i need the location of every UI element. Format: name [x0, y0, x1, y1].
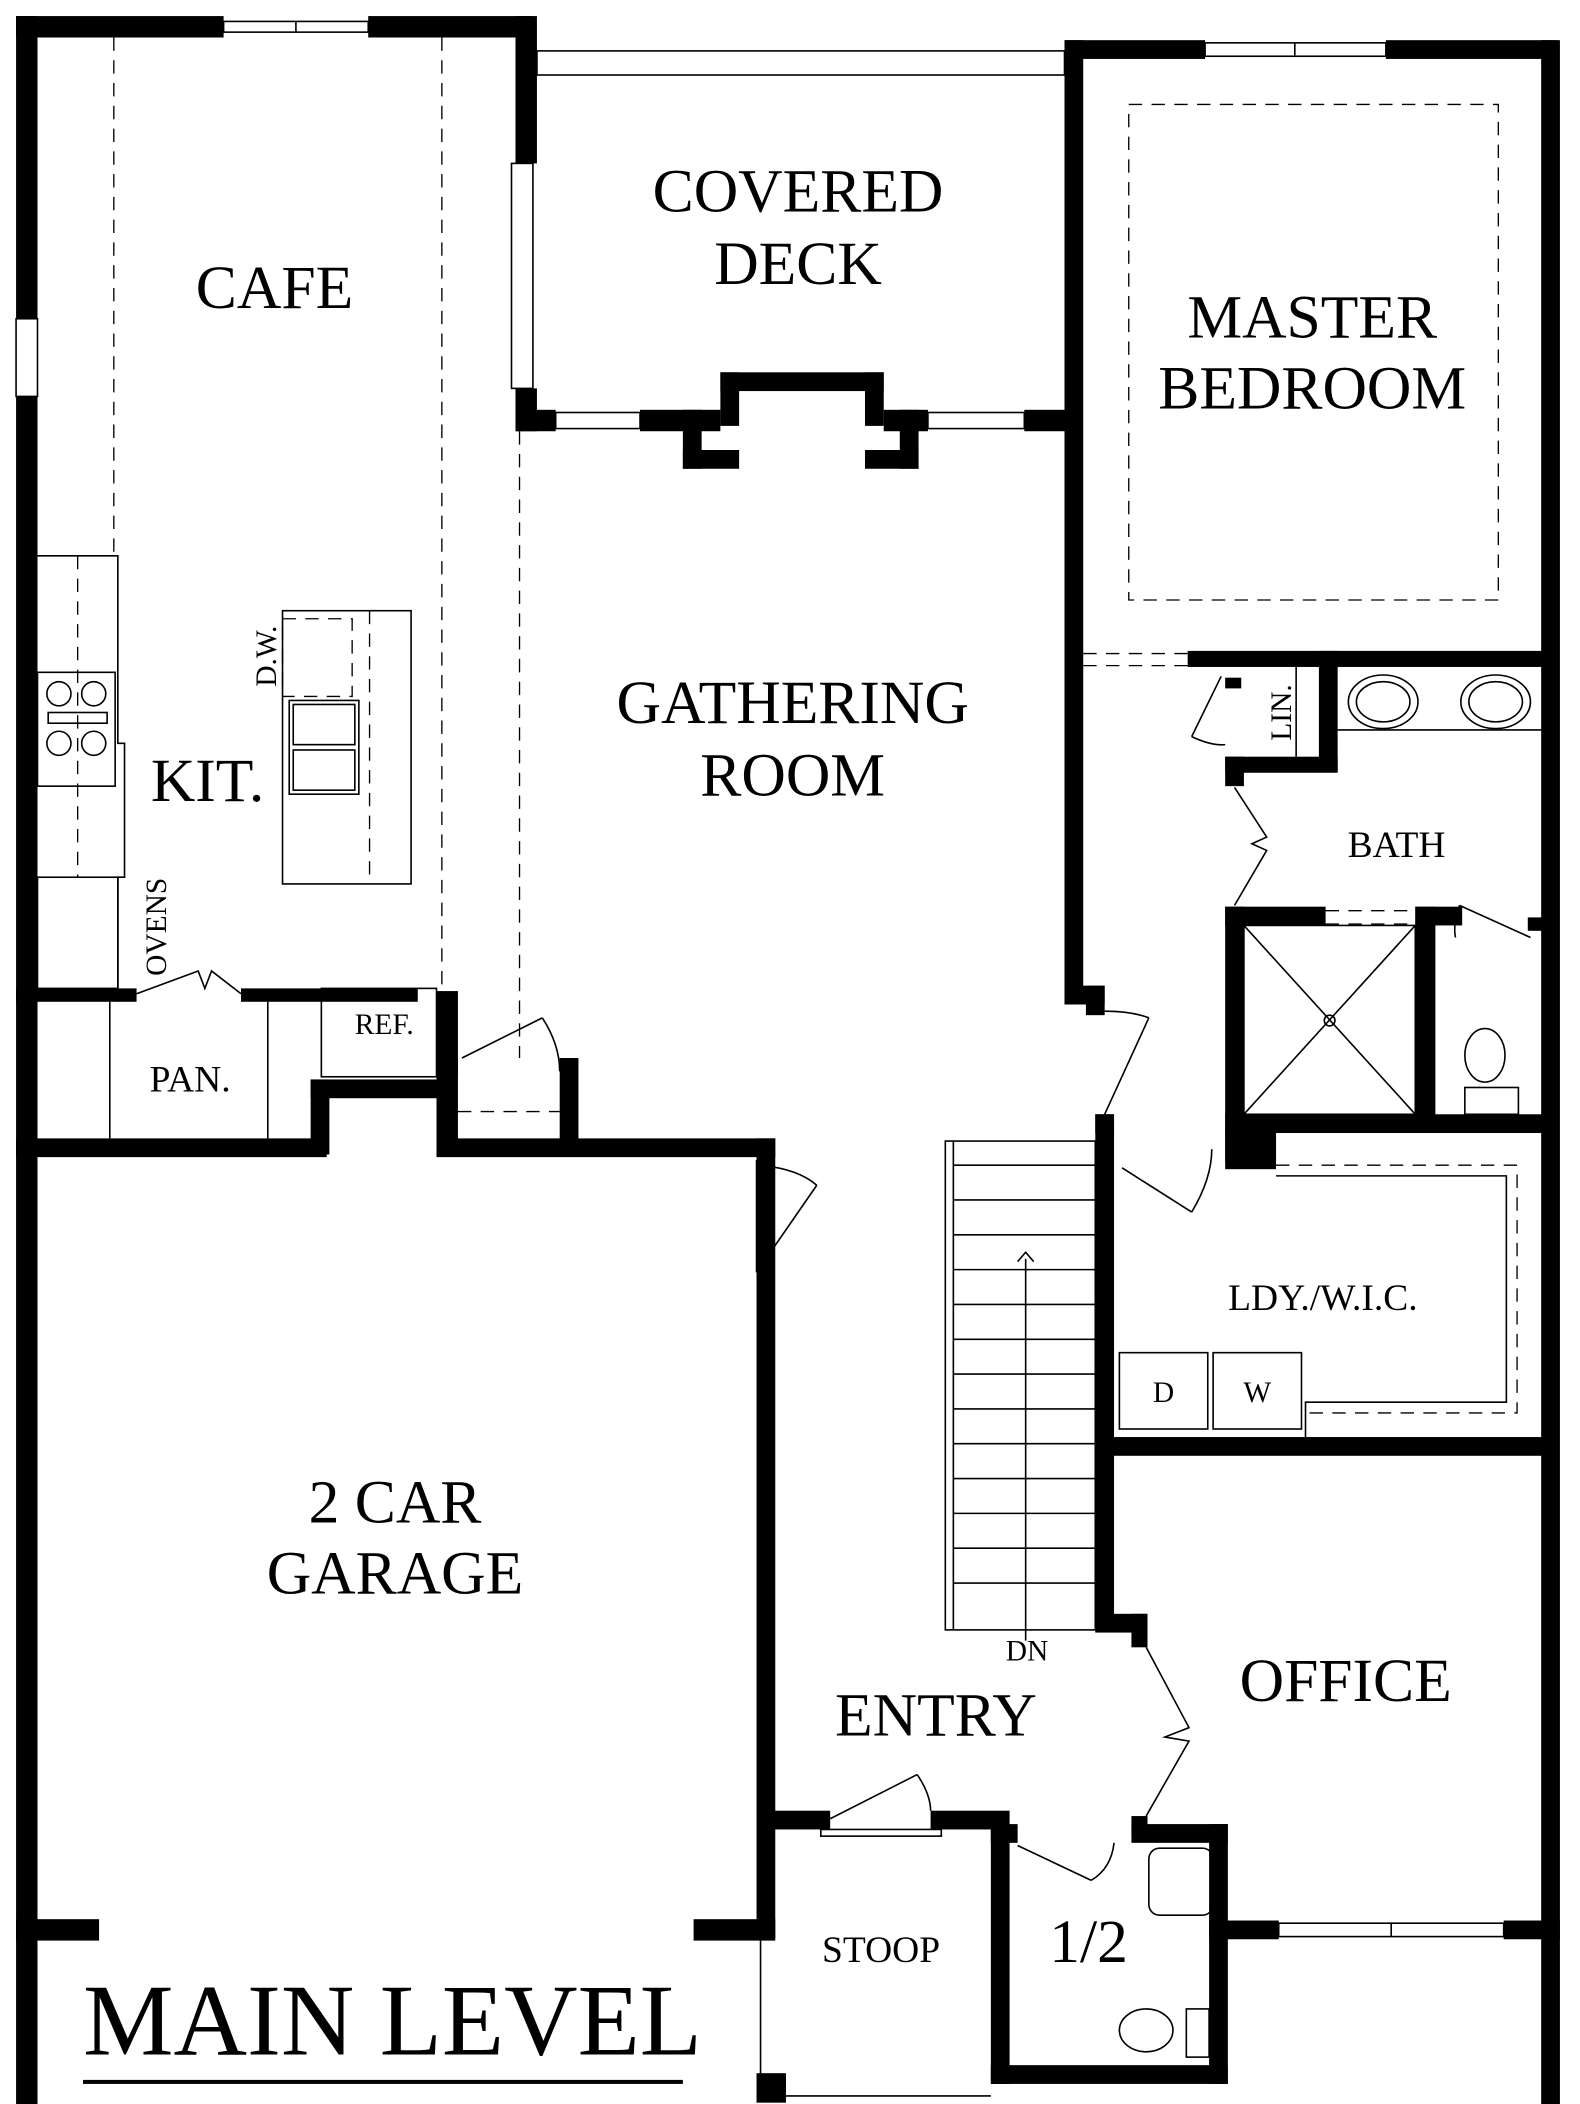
label-entry: ENTRY — [835, 1682, 1037, 1750]
label-linen: LIN. — [1266, 684, 1298, 740]
windows — [15, 20, 1505, 1938]
label-half-bath: 1/2 — [1049, 1908, 1128, 1976]
walls — [16, 16, 1560, 2104]
label-dishwasher: D.W. — [251, 626, 283, 687]
island — [281, 609, 412, 885]
label-stairs-down: DN — [1006, 1636, 1049, 1668]
label-covered-deck-1: COVERED — [653, 158, 944, 226]
label-covered-deck-2: DECK — [714, 230, 882, 298]
label-cafe: CAFE — [196, 254, 353, 322]
label-laundry: LDY./W.I.C. — [1228, 1278, 1418, 1319]
label-bath: BATH — [1348, 825, 1446, 866]
label-refrigerator: REF. — [355, 1009, 414, 1041]
label-office: OFFICE — [1240, 1647, 1452, 1715]
label-garage-1: 2 CAR — [309, 1469, 482, 1537]
plan-title: MAIN LEVEL — [83, 1964, 702, 2084]
cooktop-icon — [36, 671, 116, 787]
title-underline — [83, 2079, 683, 2084]
label-garage-2: GARAGE — [267, 1540, 524, 1608]
label-pantry: PAN. — [150, 1060, 231, 1101]
stairs[interactable] — [944, 1140, 1097, 1641]
label-ovens: OVENS — [141, 878, 173, 976]
label-dryer: D — [1153, 1377, 1174, 1409]
label-gathering-2: ROOM — [700, 742, 885, 810]
label-master-1: MASTER — [1187, 283, 1437, 351]
title-main-level: MAIN LEVEL — [83, 1964, 702, 2077]
room-labels: CAFE COVERED DECK MASTER BEDROOM GATHERI… — [141, 158, 1466, 1976]
label-washer: W — [1243, 1377, 1271, 1409]
fixtures — [36, 37, 1542, 2097]
label-master-2: BEDROOM — [1158, 354, 1466, 422]
label-kitchen: KIT. — [151, 747, 264, 815]
label-stoop: STOOP — [822, 1930, 940, 1971]
label-gathering-1: GATHERING — [617, 669, 969, 737]
